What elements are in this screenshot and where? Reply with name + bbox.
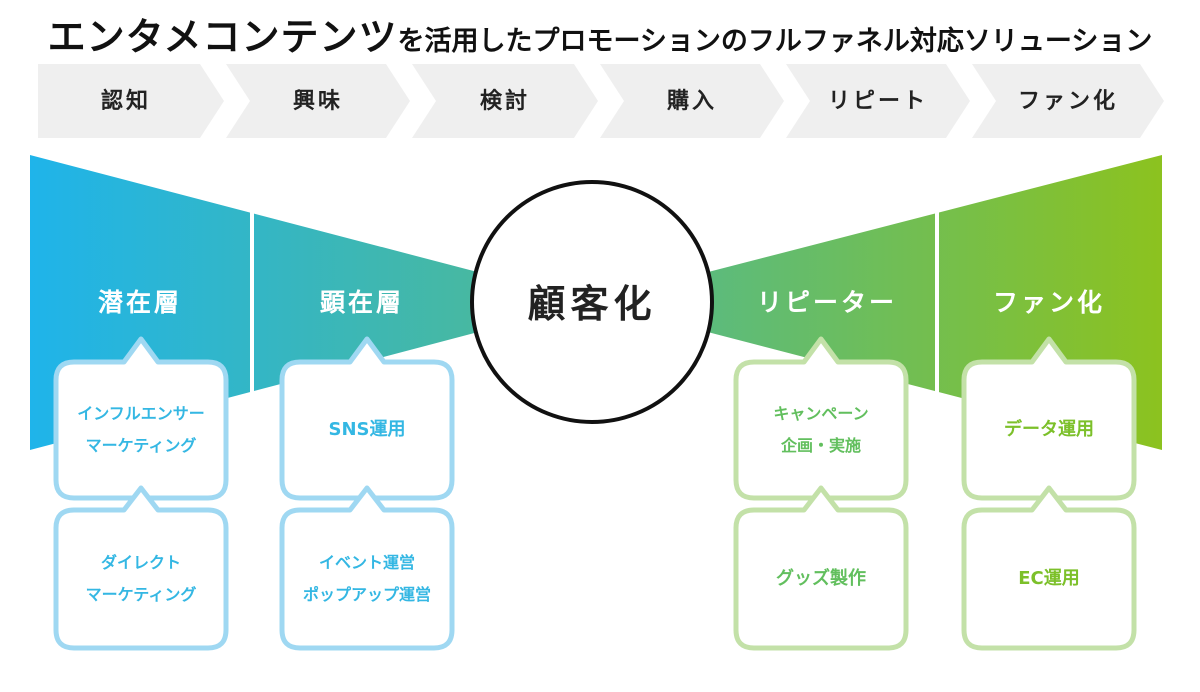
- bubble-direct: [53, 485, 229, 651]
- bubble-event: [279, 485, 455, 651]
- stage-consideration: 検討: [479, 89, 530, 114]
- solution-direct: ダイレクト マーケティング: [56, 510, 226, 648]
- center-label: 顧客化: [527, 282, 657, 326]
- solution-influencer: インフルエンサー マーケティング: [56, 362, 226, 498]
- title-rest: を活用したプロモーションのフルファネル対応ソリューション: [397, 26, 1153, 57]
- bubble-campaign: [733, 336, 909, 501]
- stage-purchase: 購入: [666, 89, 717, 114]
- solution-line: イベント運営: [318, 553, 415, 572]
- solution-line: インフルエンサー: [77, 404, 205, 423]
- bubble-data: [961, 336, 1137, 501]
- solution-sns: SNS運用: [282, 362, 452, 498]
- stage-arrow: [226, 64, 410, 138]
- stage-awareness: 認知: [100, 89, 151, 114]
- solution-line: マーケティング: [85, 585, 197, 604]
- stage-arrow: [972, 64, 1164, 138]
- solution-line: キャンペーン: [773, 404, 869, 423]
- stage-arrow: [38, 64, 224, 138]
- solution-data: データ運用: [964, 362, 1134, 498]
- solution-line: EC運用: [1018, 568, 1080, 589]
- stage-fan: ファン化: [1017, 89, 1118, 114]
- stage-arrow: [600, 64, 784, 138]
- stage-interest: 興味: [292, 89, 343, 114]
- page-title: エンタメコンテンツを活用したプロモーションのフルファネル対応ソリューション: [0, 6, 1200, 59]
- solution-event: イベント運営 ポップアップ運営: [282, 510, 452, 648]
- solution-line: データ運用: [1004, 419, 1094, 440]
- stage-arrow: [786, 64, 970, 138]
- title-main: エンタメコンテンツ: [47, 15, 398, 59]
- bubble-sns: [279, 336, 455, 501]
- center-circle: [470, 180, 714, 424]
- bubble-ec: [961, 485, 1137, 651]
- solution-line: ダイレクト: [100, 553, 181, 572]
- bubble-influencer: [53, 336, 229, 501]
- solution-goods: グッズ製作: [736, 510, 906, 648]
- solution-ec: EC運用: [964, 510, 1134, 648]
- stage-arrow: [412, 64, 598, 138]
- solution-line: SNS運用: [328, 419, 406, 440]
- solution-line: グッズ製作: [776, 568, 866, 589]
- stage-bar: [38, 64, 1164, 138]
- segment-latent: 潜在層: [97, 288, 182, 317]
- segment-repeater: リピーター: [756, 288, 897, 317]
- segment-fan: ファン化: [992, 288, 1105, 317]
- stage-repeat: リピート: [827, 89, 928, 114]
- solution-campaign: キャンペーン 企画・実施: [736, 362, 906, 498]
- solution-line: ポップアップ運営: [302, 585, 431, 604]
- solution-line: 企画・実施: [780, 436, 861, 455]
- solution-line: マーケティング: [85, 436, 197, 455]
- bubble-goods: [733, 485, 909, 651]
- segment-manifest: 顕在層: [319, 288, 404, 317]
